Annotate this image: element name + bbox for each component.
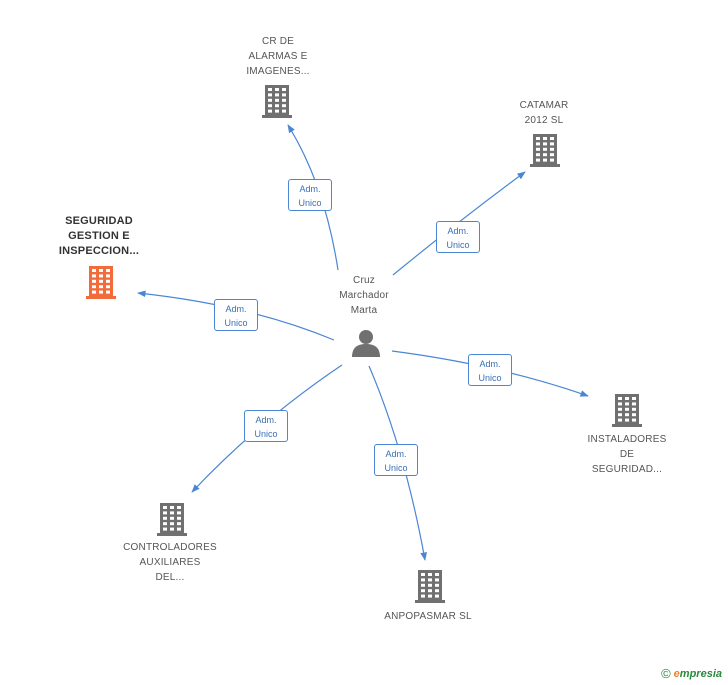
role-tag-seguridad[interactable]: Adm.Unico xyxy=(214,299,258,331)
building-icon[interactable] xyxy=(86,266,116,299)
company-label: SEGURIDAD GESTION E INSPECCION... xyxy=(58,215,140,257)
role-tag-controladores[interactable]: Adm.Unico xyxy=(244,410,288,442)
person-icon[interactable] xyxy=(351,328,381,358)
company-label: INSTALADORES DE SEGURIDAD... xyxy=(587,434,667,475)
building-icon[interactable] xyxy=(157,503,187,536)
building-icon[interactable] xyxy=(415,570,445,603)
company-label: CATAMAR 2012 SL xyxy=(519,100,569,126)
role-tag-catamar[interactable]: Adm.Unico xyxy=(436,221,480,253)
role-tag-instaladores[interactable]: Adm.Unico xyxy=(468,354,512,386)
company-label: CR DE ALARMAS E IMAGENES... xyxy=(246,36,310,77)
copyright-icon: © xyxy=(661,666,671,681)
company-label: CONTROLADORES AUXILIARES DEL... xyxy=(123,542,217,583)
footer-brand: © empresia xyxy=(661,666,722,681)
building-icon[interactable] xyxy=(530,134,560,167)
building-icon[interactable] xyxy=(612,394,642,427)
role-tag-cr[interactable]: Adm.Unico xyxy=(288,179,332,211)
company-label: ANPOPASMAR SL xyxy=(384,611,472,622)
role-tag-anpopasmar[interactable]: Adm.Unico xyxy=(374,444,418,476)
building-icon[interactable] xyxy=(262,85,292,118)
brand-logo[interactable]: empresia xyxy=(673,667,722,680)
center-person-name: Cruz Marchador Marta xyxy=(339,275,389,316)
